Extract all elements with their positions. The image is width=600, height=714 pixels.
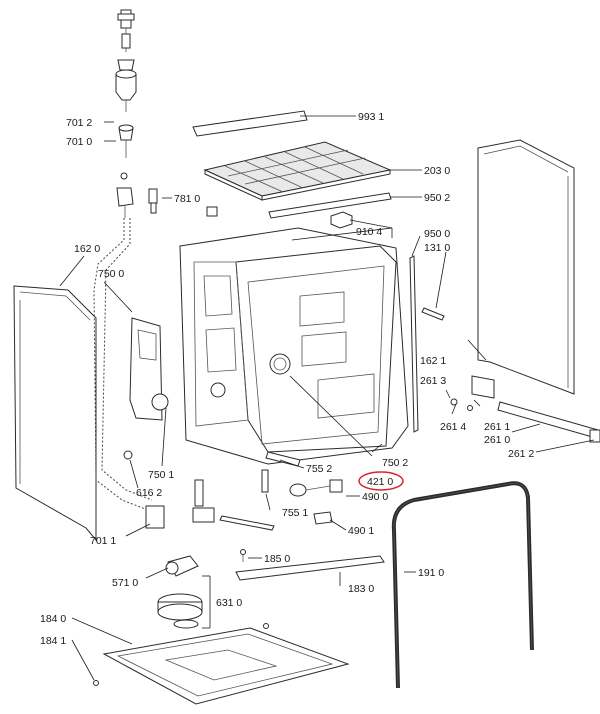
- label-261-4[interactable]: 261 4: [440, 421, 466, 433]
- sump-filter: [157, 593, 203, 629]
- fitting-parts: [148, 188, 218, 217]
- left-side-panel: [13, 285, 97, 542]
- drain-pump: [165, 555, 199, 577]
- label-183-0[interactable]: 183 0: [348, 583, 374, 595]
- hinge-bracket: [330, 211, 353, 229]
- label-203-0[interactable]: 203 0: [424, 165, 450, 177]
- label-701-1[interactable]: 701 1: [90, 535, 116, 547]
- heater-elements: [192, 451, 301, 531]
- label-950-0[interactable]: 950 0: [424, 228, 450, 240]
- label-421-0[interactable]: 421 0: [367, 476, 393, 488]
- label-755-2[interactable]: 755 2: [306, 463, 332, 475]
- label-755-1[interactable]: 755 1: [282, 507, 308, 519]
- water-panel: [129, 317, 169, 421]
- label-750-1[interactable]: 750 1: [148, 469, 174, 481]
- tub-body: [179, 227, 409, 465]
- small-strip-131: [421, 307, 445, 321]
- label-571-0[interactable]: 571 0: [112, 577, 138, 589]
- label-490-1[interactable]: 490 1: [348, 525, 374, 537]
- label-191-0[interactable]: 191 0: [418, 567, 444, 579]
- base-tray: [93, 623, 350, 705]
- label-781-0[interactable]: 781 0: [174, 193, 200, 205]
- label-261-1[interactable]: 261 1: [484, 421, 510, 433]
- label-131-0[interactable]: 131 0: [424, 242, 450, 254]
- label-184-0[interactable]: 184 0: [40, 613, 66, 625]
- label-701-2[interactable]: 701 2: [66, 117, 92, 129]
- front-strip: [268, 192, 392, 219]
- label-616-2[interactable]: 616 2: [136, 487, 162, 499]
- lower-bracket: [145, 505, 165, 529]
- side-seal-strip: [409, 255, 419, 433]
- top-cover-grid: [203, 141, 392, 201]
- label-261-2[interactable]: 261 2: [508, 448, 534, 460]
- leader-lines: [59, 115, 595, 681]
- label-261-3[interactable]: 261 3: [420, 375, 446, 387]
- label-993-1[interactable]: 993 1: [358, 111, 384, 123]
- label-950-2[interactable]: 950 2: [424, 192, 450, 204]
- label-162-0[interactable]: 162 0: [74, 243, 100, 255]
- highlight-ring: [358, 471, 404, 491]
- sensor-pressure-switch: [289, 479, 343, 497]
- label-162-1[interactable]: 162 1: [420, 355, 446, 367]
- door-gasket-inner: [393, 482, 533, 689]
- label-910-4[interactable]: 910 4: [356, 226, 382, 238]
- label-261-0[interactable]: 261 0: [484, 434, 510, 446]
- right-side-panel: [477, 139, 575, 395]
- inlet-hose-a: [93, 218, 149, 511]
- rail-assembly: [450, 375, 600, 443]
- label-750-2[interactable]: 750 2: [382, 457, 408, 469]
- door-gasket: [391, 481, 534, 689]
- callout-labels: 993 1 701 2 701 0 203 0 781 0 950 2 910 …: [40, 111, 534, 647]
- label-490-0[interactable]: 490 0: [362, 491, 388, 503]
- base-strip: [235, 555, 385, 581]
- label-184-1[interactable]: 184 1: [40, 635, 66, 647]
- small-valve-616: [123, 450, 133, 460]
- label-631-0[interactable]: 631 0: [216, 597, 242, 609]
- clip-490-1: [313, 511, 333, 525]
- inlet-hose-b: [101, 218, 153, 501]
- inlet-valve-assembly: [115, 9, 137, 218]
- label-701-0[interactable]: 701 0: [66, 136, 92, 148]
- label-185-0[interactable]: 185 0: [264, 553, 290, 565]
- top-strip-panel: [192, 110, 308, 137]
- label-750-0[interactable]: 750 0: [98, 268, 124, 280]
